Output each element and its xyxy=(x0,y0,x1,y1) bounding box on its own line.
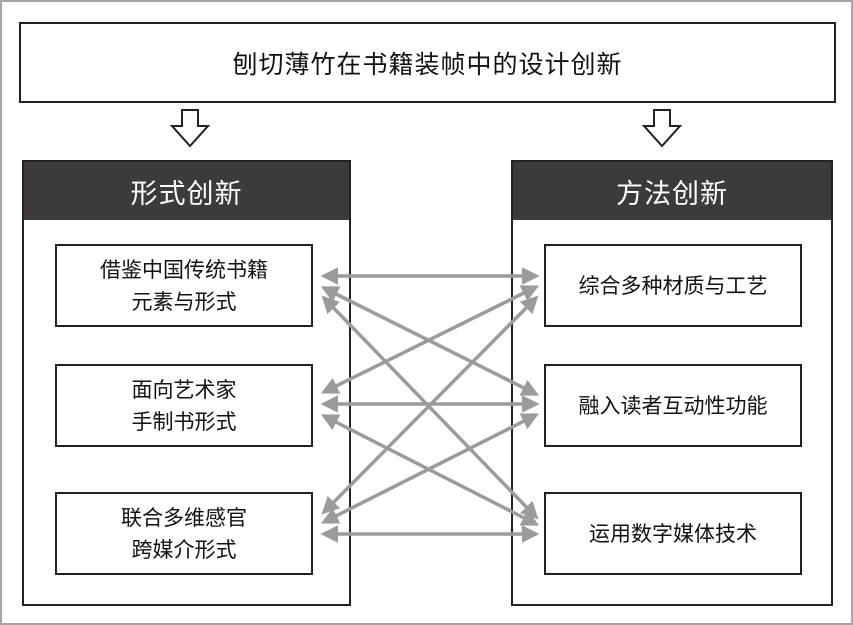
left-item-1-text: 借鉴中国传统书籍 元素与形式 xyxy=(100,257,268,314)
title-box: 刨切薄竹在书籍装帧中的设计创新 xyxy=(19,22,836,103)
left-item-2-text: 面向艺术家 手制书形式 xyxy=(131,377,237,434)
right-item-2: 融入读者互动性功能 xyxy=(544,364,802,447)
left-panel-header: 形式创新 xyxy=(24,162,349,220)
down-arrow-left-icon xyxy=(169,109,211,148)
left-item-1: 借鉴中国传统书籍 元素与形式 xyxy=(55,244,313,327)
left-item-2: 面向艺术家 手制书形式 xyxy=(55,364,313,447)
down-arrow-right-icon xyxy=(641,109,683,148)
left-item-3: 联合多维感官 跨媒介形式 xyxy=(55,492,313,575)
left-panel-header-text: 形式创新 xyxy=(130,178,243,210)
right-item-3-text: 运用数字媒体技术 xyxy=(589,521,757,546)
right-item-3: 运用数字媒体技术 xyxy=(544,492,802,575)
title-text: 刨切薄竹在书籍装帧中的设计创新 xyxy=(232,49,623,79)
right-panel-header: 方法创新 xyxy=(513,162,831,220)
right-panel-header-text: 方法创新 xyxy=(616,178,728,210)
left-item-3-text: 联合多维感官 跨媒介形式 xyxy=(121,505,247,562)
right-item-2-text: 融入读者互动性功能 xyxy=(578,393,768,418)
link-l3-r2 xyxy=(320,413,540,524)
right-item-1-text: 综合多种材质与工艺 xyxy=(578,273,768,298)
right-item-1: 综合多种材质与工艺 xyxy=(544,244,802,327)
